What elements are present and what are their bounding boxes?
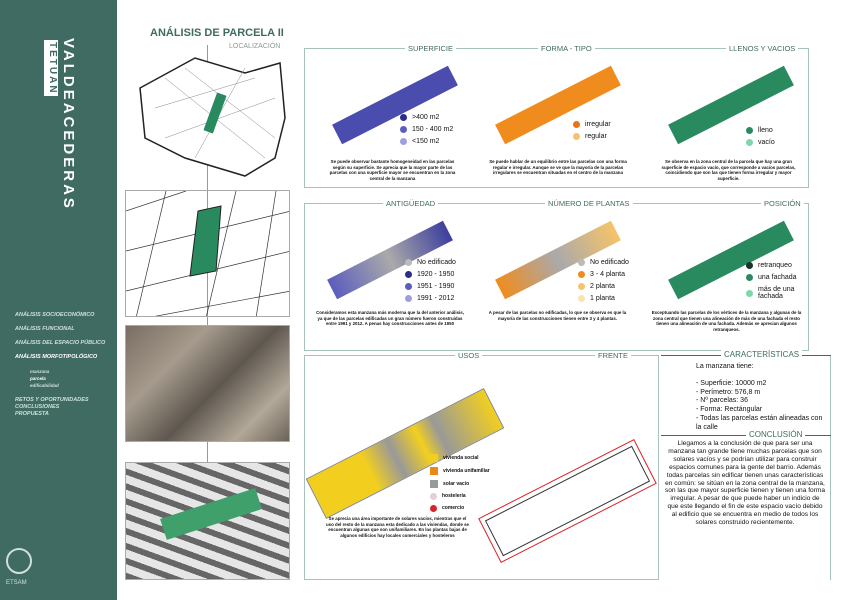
caracteristica-line: - Perímetro: 576,8 m bbox=[696, 388, 761, 396]
posicion-legend: retranqueo una fachada más de una fachad… bbox=[746, 262, 798, 305]
conclusion-title: CONCLUSIÓN bbox=[746, 430, 806, 439]
legend-item: retranqueo bbox=[758, 262, 792, 269]
legend-item: una fachada bbox=[758, 274, 797, 281]
antiguedad-text: Consideramos esta manzana más moderna qu… bbox=[316, 310, 464, 326]
forma-section: FORMA - TIPO irregular regular Se puede … bbox=[473, 44, 641, 187]
llenos-title: LLENOS Y VACIOS bbox=[726, 44, 799, 53]
subnav-parcela[interactable]: parcela bbox=[30, 376, 46, 381]
legend-item: 3 - 4 planta bbox=[590, 271, 626, 278]
panel-row1: SUPERFICIE >400 m2 150 - 400 m2 <150 m2 … bbox=[304, 44, 809, 188]
legend-item: 2 planta bbox=[590, 283, 615, 290]
panel-caracteristicas: CARACTERÍSTICAS La manzana tiene: - Supe… bbox=[661, 350, 831, 580]
antiguedad-title: ANTIGÜEDAD bbox=[383, 199, 439, 208]
antiguedad-section: ANTIGÜEDAD No edificado 1920 - 1950 1951… bbox=[305, 199, 473, 350]
nav-espacio-publico[interactable]: ANÁLISIS DEL ESPACIO PÚBLICO bbox=[15, 340, 106, 346]
logo-text-small: TETUAN bbox=[47, 42, 58, 95]
usos-legend: vivienda social vivienda unifamiliar sol… bbox=[430, 454, 490, 517]
caracteristica-line: - Superficie: 10000 m2 bbox=[696, 379, 767, 387]
forma-text: Se puede hablar de un equilibrio entre l… bbox=[489, 159, 627, 175]
highlighted-block bbox=[160, 488, 262, 540]
legend-item: vivienda social bbox=[443, 454, 479, 461]
legend-item: 1 planta bbox=[590, 295, 615, 302]
posicion-text: Exceptuando las parcelas de los vértices… bbox=[651, 310, 802, 332]
forma-title: FORMA - TIPO bbox=[538, 44, 595, 53]
forma-legend: irregular regular bbox=[573, 121, 611, 145]
caracteristica-line: La manzana tiene: bbox=[696, 363, 754, 370]
localizacion-label: LOCALIZACIÓN bbox=[226, 43, 284, 50]
frente-map bbox=[479, 431, 656, 571]
aerial-photo bbox=[125, 325, 290, 442]
block-map bbox=[125, 190, 290, 317]
usos-text: Se aprecia una área importante de solare… bbox=[326, 516, 469, 538]
frente-title: FRENTE bbox=[595, 351, 631, 360]
3d-model bbox=[125, 462, 290, 580]
nav-morfotipologico[interactable]: ANÁLISIS MORFOTIPOLÓGICO bbox=[15, 354, 98, 360]
legend-item: No edificado bbox=[417, 259, 456, 266]
nav-conclusiones[interactable]: CONCLUSIONES bbox=[15, 404, 60, 410]
legend-item: solar vacío bbox=[443, 480, 470, 487]
llenos-text: Se observa en la zona central de la parc… bbox=[661, 159, 796, 181]
nav-propuesta[interactable]: PROPUESTA bbox=[15, 411, 49, 417]
subnav-edificabilidad[interactable]: edificabilidad bbox=[30, 383, 59, 388]
logo-valdeacederas: VALDEACEDERAS bbox=[60, 38, 77, 211]
plantas-title: NÚMERO DE PLANTAS bbox=[545, 199, 633, 208]
legend-item: lleno bbox=[758, 127, 773, 134]
llenos-legend: lleno vacío bbox=[746, 127, 775, 151]
caracteristicas-title: CARACTERÍSTICAS bbox=[721, 350, 803, 359]
subnav-manzana[interactable]: manzana bbox=[30, 369, 50, 374]
usos-title: USOS bbox=[455, 351, 483, 360]
legend-item: vivienda unifamiliar bbox=[443, 467, 490, 474]
legend-item: irregular bbox=[585, 121, 611, 128]
legend-item: regular bbox=[585, 133, 607, 140]
nav-funcional[interactable]: ANÁLISIS FUNCIONAL bbox=[15, 326, 75, 332]
nav-retos[interactable]: RETOS Y OPORTUNIDADES bbox=[15, 397, 89, 403]
legend-item: No edificado bbox=[590, 259, 629, 266]
conclusion-text: Llegamos a la conclusión de que para ser… bbox=[664, 440, 826, 527]
etsam-label: ETSAM bbox=[6, 580, 27, 586]
superficie-legend: >400 m2 150 - 400 m2 <150 m2 bbox=[400, 114, 453, 150]
posicion-title: POSICIÓN bbox=[761, 199, 804, 208]
caracteristica-line: - Nº parcelas: 36 bbox=[696, 397, 748, 405]
location-map bbox=[125, 48, 290, 183]
legend-item: <150 m2 bbox=[412, 138, 440, 145]
page-title: ANÁLISIS DE PARCELA II bbox=[150, 27, 284, 39]
sidebar: TETUAN VALDEACEDERAS ANÁLISIS SOCIOECONÓ… bbox=[0, 0, 117, 600]
plantas-text: A pesar de las parcelas no edificadas, l… bbox=[488, 310, 627, 321]
plantas-legend: No edificado 3 - 4 planta 2 planta 1 pla… bbox=[578, 259, 629, 307]
posicion-section: POSICIÓN retranqueo una fachada más de u… bbox=[641, 199, 809, 350]
logo-tetuan: TETUAN bbox=[44, 40, 58, 96]
legend-item: 150 - 400 m2 bbox=[412, 126, 454, 133]
caracteristica-line: - Forma: Rectángular bbox=[696, 406, 763, 413]
legend-item: más de una fachada bbox=[758, 286, 795, 300]
legend-item: 1920 - 1950 bbox=[417, 271, 455, 278]
llenos-map bbox=[668, 65, 794, 145]
caracteristicas-list: La manzana tiene: - Superficie: 10000 m2… bbox=[696, 363, 826, 432]
legend-item: vacío bbox=[758, 139, 775, 146]
antiguedad-legend: No edificado 1920 - 1950 1951 - 1990 199… bbox=[405, 259, 456, 307]
legend-item: 1951 - 1990 bbox=[417, 283, 455, 290]
legend-item: >400 m2 bbox=[412, 114, 440, 121]
etsam-seal-icon bbox=[6, 548, 32, 574]
panel-row2: ANTIGÜEDAD No edificado 1920 - 1950 1951… bbox=[304, 199, 809, 351]
superficie-text: Se puede observar bastante homogeneidad … bbox=[329, 159, 456, 181]
llenos-section: LLENOS Y VACIOS lleno vacío Se observa e… bbox=[641, 44, 809, 187]
legend-item: comercio bbox=[442, 505, 465, 511]
panel-usos-frente: USOS FRENTE vivienda social vivienda uni… bbox=[304, 351, 659, 580]
caracteristica-line: - Todas las parcelas están alineadas con… bbox=[696, 414, 823, 431]
superficie-title: SUPERFICIE bbox=[405, 44, 457, 53]
legend-item: hostelería bbox=[442, 493, 466, 499]
nav-socioeconomico[interactable]: ANÁLISIS SOCIOECONÓMICO bbox=[15, 312, 95, 318]
legend-item: 1991 - 2012 bbox=[417, 295, 455, 302]
superficie-section: SUPERFICIE >400 m2 150 - 400 m2 <150 m2 … bbox=[305, 44, 473, 187]
plantas-section: NÚMERO DE PLANTAS No edificado 3 - 4 pla… bbox=[473, 199, 641, 350]
